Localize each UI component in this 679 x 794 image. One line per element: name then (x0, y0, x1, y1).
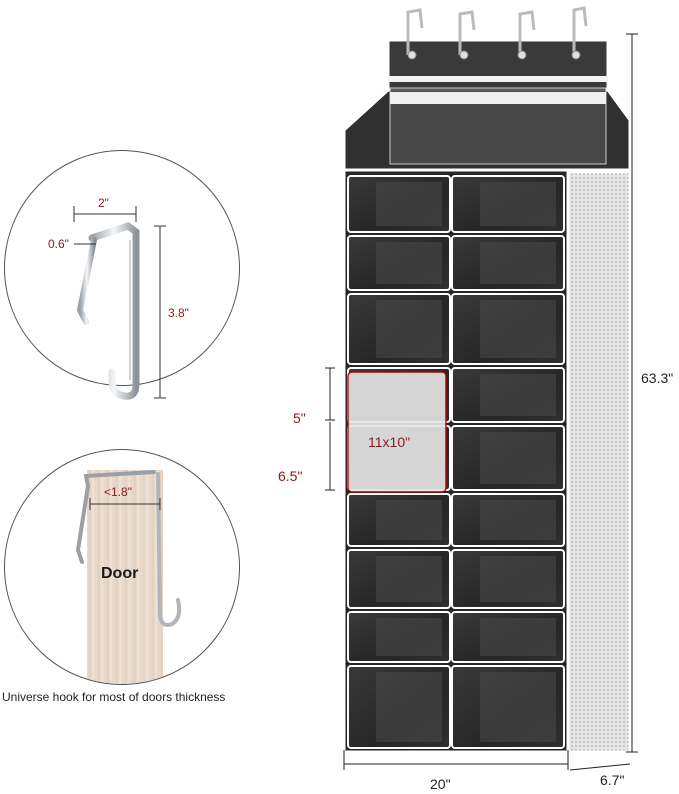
pocket-window (376, 300, 442, 358)
pocket-window (480, 432, 556, 484)
pocket-window (480, 500, 556, 540)
door-panel (87, 470, 163, 684)
hook-detail-circle (4, 150, 240, 386)
door-caption: Universe hook for most of doors thicknes… (2, 690, 226, 704)
organizer-width-label: 20" (430, 776, 451, 792)
pocket-window (480, 374, 556, 416)
door-detail-circle (4, 449, 240, 685)
shoe-organizer-illustration (330, 6, 638, 771)
side-mesh-panel (566, 170, 632, 754)
grommets (407, 50, 581, 60)
pocket-height-large-label: 6.5" (278, 468, 303, 484)
pocket-window (480, 300, 556, 358)
pocket-window (376, 672, 442, 742)
organizer-height-label: 63.3" (641, 370, 674, 386)
pocket-height-small-label: 5" (293, 410, 306, 426)
over-door-hook-icon (88, 222, 140, 400)
hook-height-label: 3.8" (168, 306, 189, 320)
pocket-window (480, 556, 556, 602)
pocket-window (376, 500, 442, 540)
pocket-window (376, 182, 442, 226)
hook-detail-illustration (73, 206, 166, 400)
pocket-window (480, 618, 556, 656)
pocket-size-label: 11x10" (368, 434, 411, 450)
pocket-grid (347, 175, 565, 749)
pocket-window (480, 672, 556, 742)
door-hook-illustration (75, 470, 182, 627)
pocket-window (480, 182, 556, 226)
pocket-window (376, 556, 442, 602)
door-hook-icon (75, 470, 156, 564)
pocket-window (480, 242, 556, 284)
pocket-height-markers (325, 367, 335, 491)
highlighted-pocket (347, 371, 447, 493)
door-thickness-label: <1.8" (104, 485, 132, 499)
hook-width-label: 2" (98, 196, 109, 210)
door-label: Door (101, 565, 139, 582)
pocket-window (376, 618, 442, 656)
top-hooks (406, 6, 588, 55)
organizer-depth-label: 6.7" (600, 772, 625, 788)
pocket-window (376, 242, 442, 284)
hook-gap-label: 0.6" (48, 237, 69, 251)
